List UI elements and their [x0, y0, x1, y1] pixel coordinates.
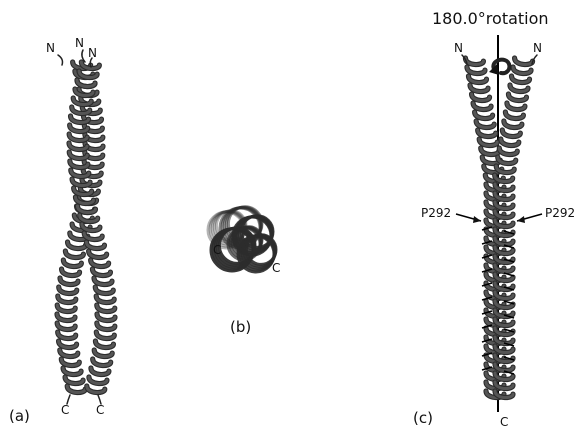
- n-tail-a1: [58, 55, 63, 65]
- panel-label-c: (c): [413, 411, 433, 426]
- c-terminus-label-b2: C: [272, 262, 280, 274]
- residue-label-left: P292: [421, 207, 451, 219]
- rotation-title: 180.0°rotation: [432, 11, 549, 27]
- c-terminus-label-a1: C: [61, 404, 69, 416]
- c-terminus-label-a2: C: [96, 404, 104, 416]
- c-terminus-label-c: C: [500, 416, 508, 428]
- panel-label-a: (a): [9, 409, 30, 424]
- residue-label-right: P292: [545, 207, 575, 219]
- n-terminus-label-c2: N: [533, 42, 542, 54]
- n-terminus-label-a1: N: [46, 42, 55, 54]
- n-terminus-label-a2: N: [75, 37, 84, 49]
- residue-arrowhead-left: [473, 216, 481, 223]
- c-terminus-label-b1: C: [213, 244, 221, 256]
- residue-arrowhead-right: [517, 216, 525, 223]
- panel-label-b: (b): [230, 320, 251, 335]
- n-terminus-label-c1: N: [454, 42, 463, 54]
- n-terminus-label-a3: N: [88, 47, 97, 59]
